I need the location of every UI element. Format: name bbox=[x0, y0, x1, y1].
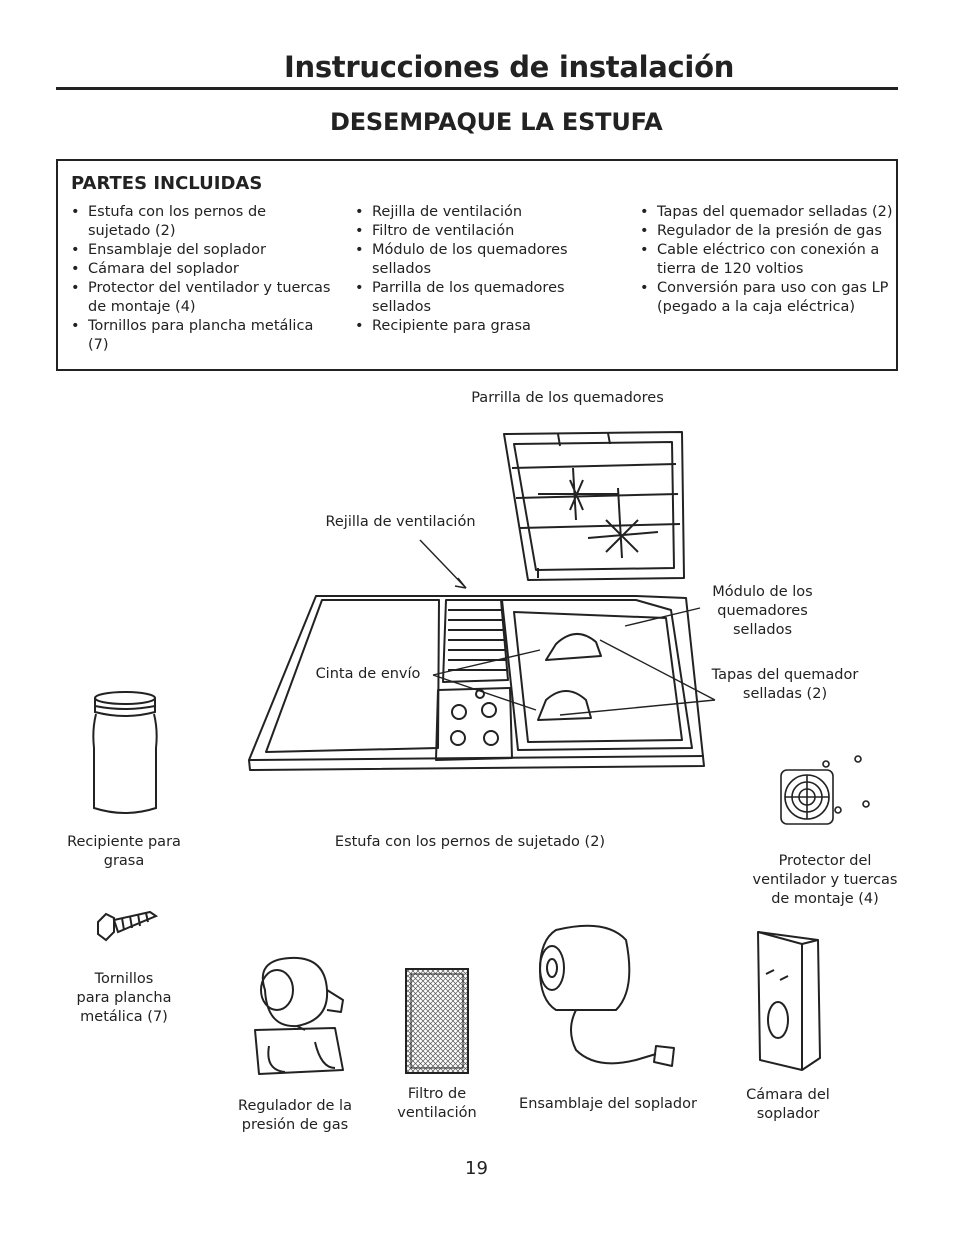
label-parrilla: Parrilla de los quemadores bbox=[471, 390, 664, 406]
list-item: Recipiente para grasa bbox=[355, 317, 595, 336]
label-estufa: Estufa con los pernos de sujetado (2) bbox=[334, 834, 606, 850]
label-recipiente: Recipiente para grasa bbox=[67, 834, 181, 869]
label-rejilla: Rejilla de ventilación bbox=[325, 514, 476, 530]
cooktop-illustration bbox=[248, 595, 705, 771]
screw-illustration bbox=[97, 910, 159, 942]
vent-filter-illustration bbox=[405, 968, 469, 1074]
list-item: Ensamblaje del soplador bbox=[71, 241, 331, 260]
list-item: Cable eléctrico con conexión a tierra de… bbox=[640, 241, 900, 279]
fan-guard-illustration bbox=[780, 755, 870, 825]
parts-heading: PARTES INCLUIDAS bbox=[71, 173, 263, 194]
list-item: Cámara del soplador bbox=[71, 260, 331, 279]
label-tapas: Tapas del quemador selladas (2) bbox=[711, 667, 859, 702]
label-camara: Cámara del soplador bbox=[746, 1087, 830, 1122]
label-tornillos: Tornillos para plancha metálica (7) bbox=[76, 971, 172, 1025]
parts-list-col3: Tapas del quemador selladas (2) Regulado… bbox=[640, 203, 900, 317]
label-cinta: Cinta de envío bbox=[315, 666, 421, 682]
section-title: DESEMPAQUE LA ESTUFA bbox=[330, 108, 663, 136]
page-title: Instrucciones de instalación bbox=[284, 50, 735, 84]
page-number: 19 bbox=[465, 1158, 488, 1179]
list-item: Regulador de la presión de gas bbox=[640, 222, 900, 241]
list-item: Tapas del quemador selladas (2) bbox=[640, 203, 900, 222]
list-item: Parrilla de los quemadores sellados bbox=[355, 279, 595, 317]
burner-grate-illustration bbox=[503, 431, 685, 581]
blower-assembly-illustration bbox=[539, 924, 675, 1067]
label-regulador: Regulador de la presión de gas bbox=[238, 1098, 352, 1133]
label-modulo: Módulo de los quemadores sellados bbox=[712, 584, 813, 638]
label-filtro: Filtro de ventilación bbox=[397, 1086, 477, 1121]
blower-plenum-illustration bbox=[757, 931, 821, 1071]
label-protector: Protector del ventilador y tuercas de mo… bbox=[752, 853, 898, 907]
list-item: Módulo de los quemadores sellados bbox=[355, 241, 595, 279]
list-item: Tornillos para plancha metálica (7) bbox=[71, 317, 331, 355]
grease-jar-illustration bbox=[92, 691, 158, 814]
list-item: Rejilla de ventilación bbox=[355, 203, 595, 222]
list-item: Conversión para uso con gas LP (pegado a… bbox=[640, 279, 900, 317]
parts-list-col1: Estufa con los pernos de sujetado (2) En… bbox=[71, 203, 331, 355]
title-rule bbox=[56, 87, 898, 90]
label-ensamblaje: Ensamblaje del soplador bbox=[519, 1096, 697, 1112]
gas-regulator-illustration bbox=[254, 956, 344, 1075]
list-item: Filtro de ventilación bbox=[355, 222, 595, 241]
parts-list-col2: Rejilla de ventilación Filtro de ventila… bbox=[355, 203, 595, 336]
list-item: Estufa con los pernos de sujetado (2) bbox=[71, 203, 331, 241]
list-item: Protector del ventilador y tuercas de mo… bbox=[71, 279, 331, 317]
